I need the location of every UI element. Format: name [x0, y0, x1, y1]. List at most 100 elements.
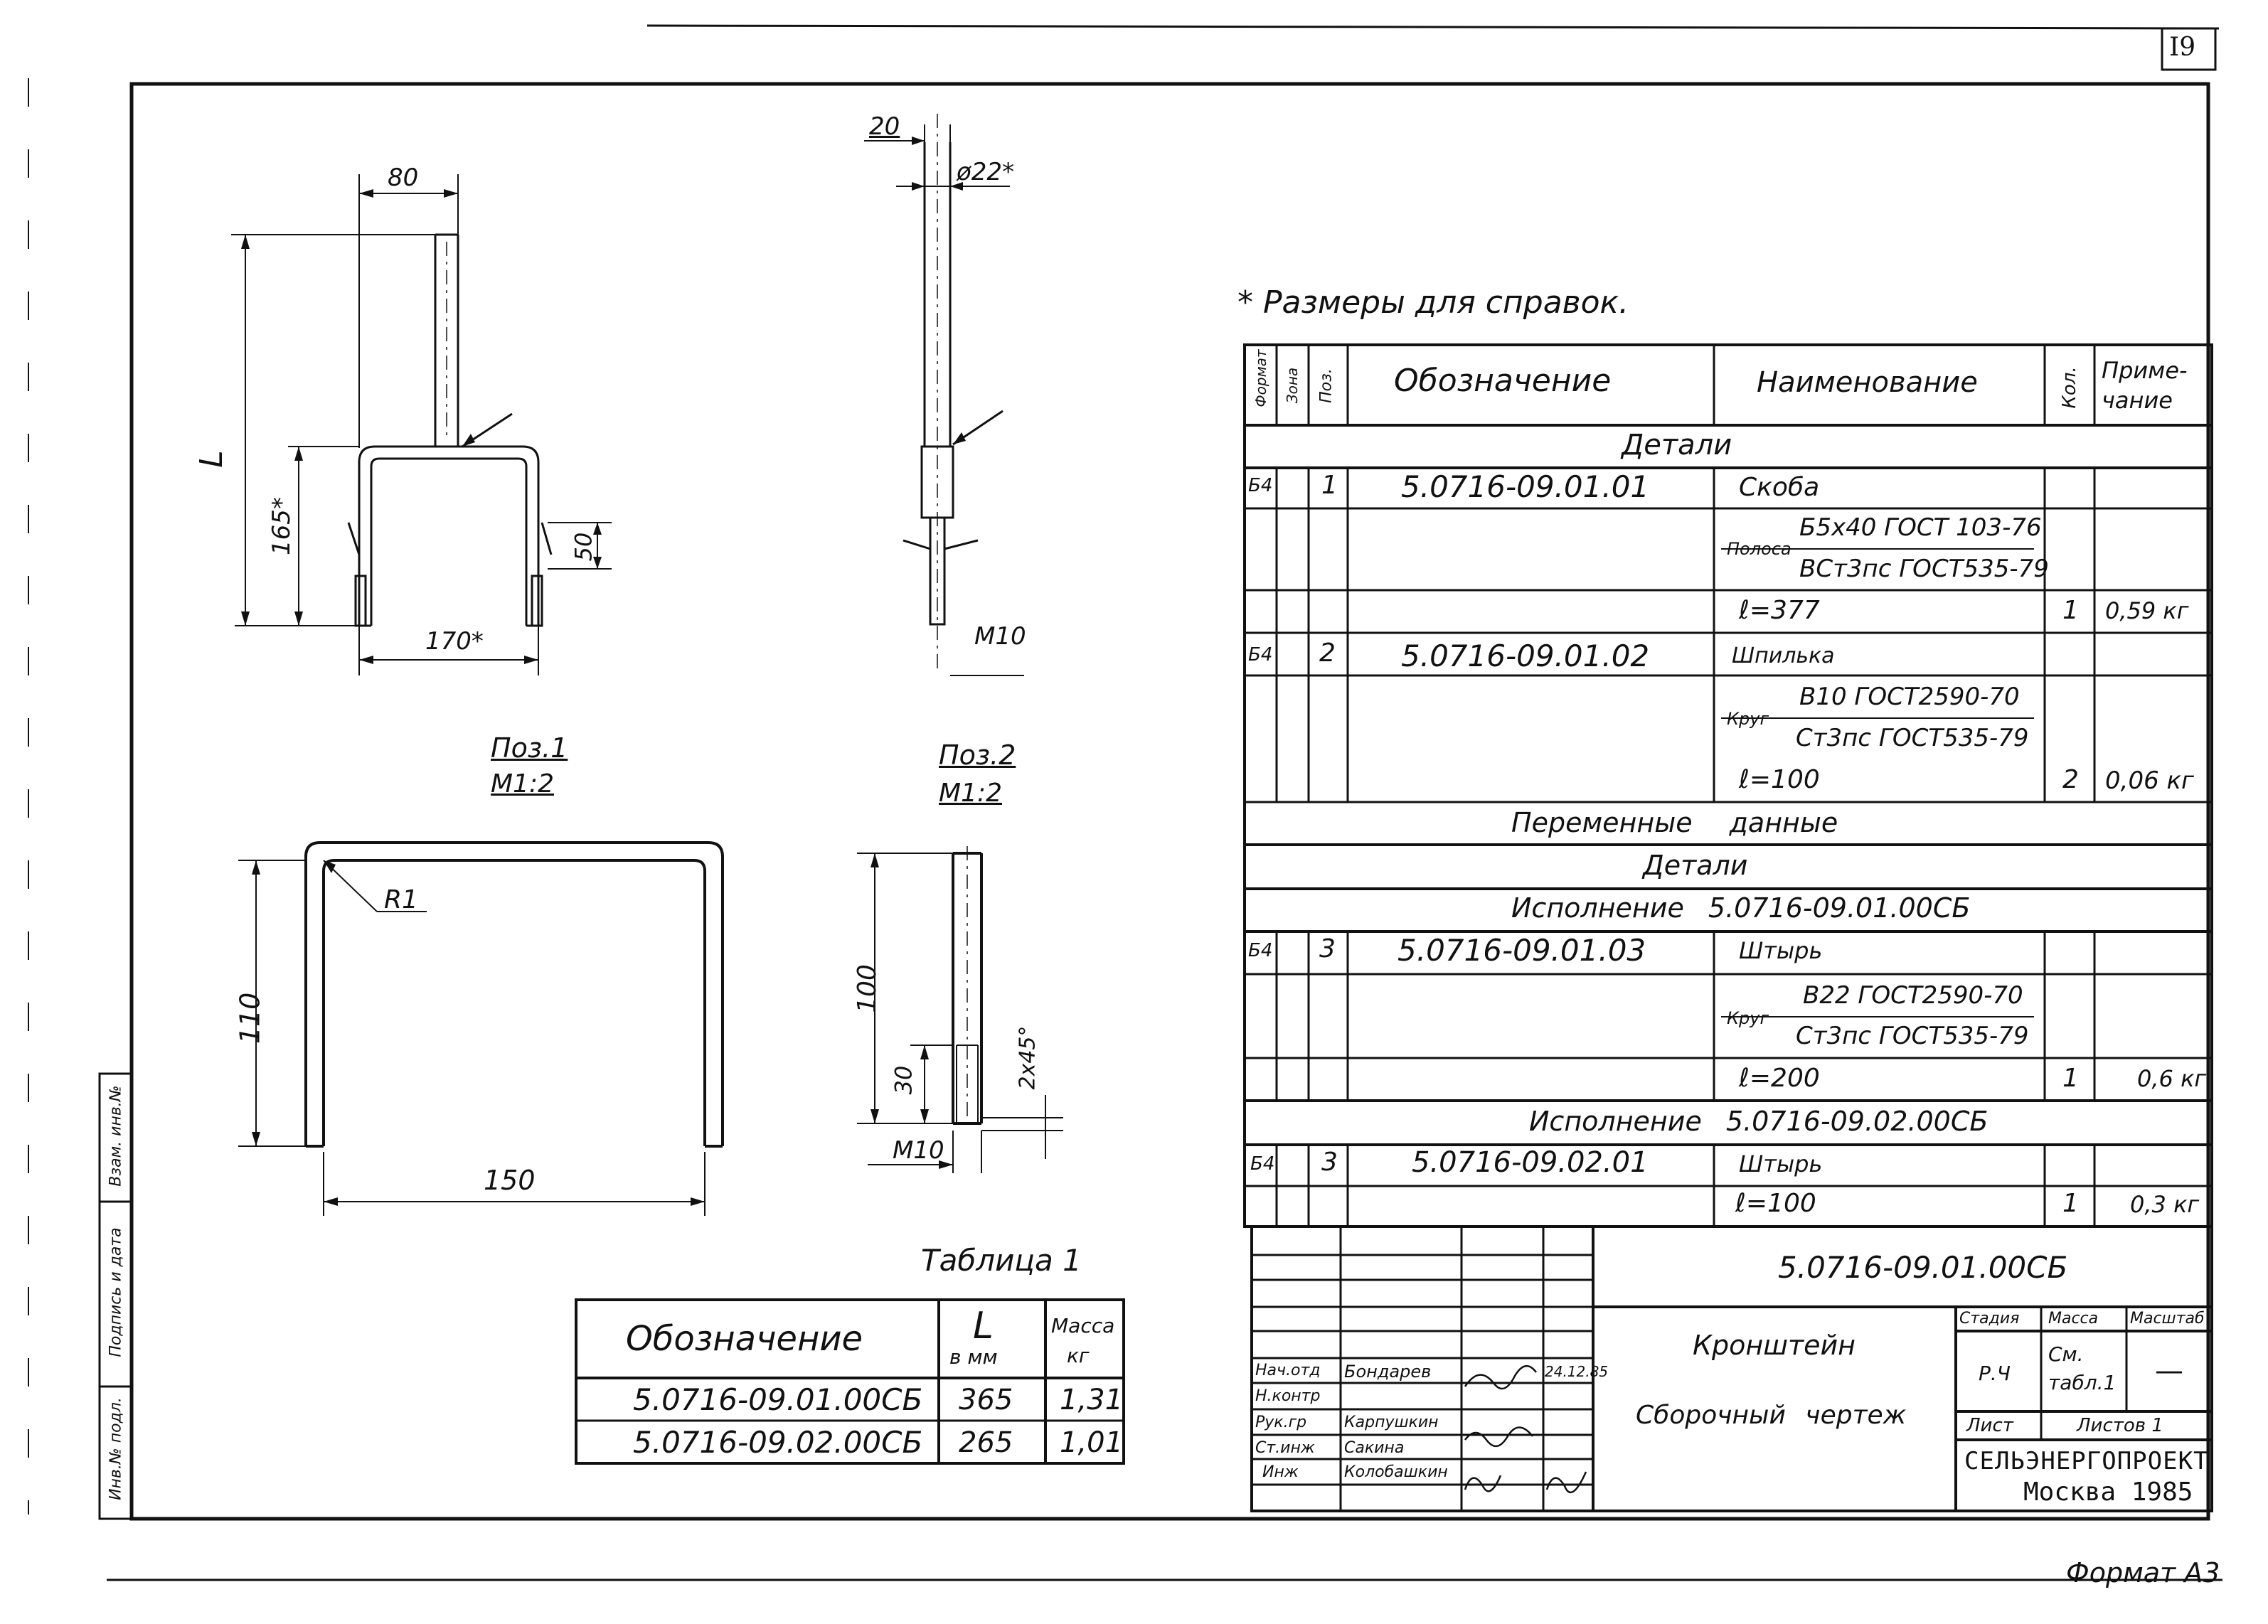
spec-r3-format: Б4 [1248, 940, 1273, 961]
spec-r2-name: Шпилька [1732, 643, 1835, 668]
signer-name: Сакина [1344, 1439, 1405, 1457]
title-doc-code: 5.0716-09.01.00СБ [1778, 1250, 2068, 1285]
spec-header-qty: Кол. [2059, 366, 2080, 409]
spec-r1-length: ℓ=377 [1739, 596, 1820, 625]
title-sheet: Лист [1966, 1415, 2013, 1436]
spec-r1-material-prefix: Полоса [1727, 539, 1791, 559]
spec-r2-length: ℓ=100 [1739, 765, 1820, 794]
spec-r1-material-top: Б5х40 ГОСТ 103-76 [1799, 513, 2042, 542]
dim-20: 20 [869, 112, 900, 141]
spec-section-details2: Детали [1643, 850, 1748, 881]
spec-r2-designation: 5.0716-09.01.02 [1401, 639, 1650, 673]
signer-role: Н.контр [1255, 1387, 1321, 1405]
table1-row-designation: 5.0716-09.02.00СБ [633, 1425, 923, 1460]
spec-r3-length: ℓ=200 [1739, 1064, 1820, 1093]
spec-header-pos: Поз. [1317, 368, 1336, 403]
spec-r4-qty: 1 [2062, 1189, 2079, 1218]
table1-header-L: L [973, 1305, 994, 1347]
dim-L: L [193, 450, 230, 468]
spec-r1-format: Б4 [1248, 475, 1273, 496]
title-mass-header: Масса [2048, 1310, 2099, 1327]
spec-r1-note: 0,59 кг [2105, 597, 2189, 624]
spec-r2-material-prefix: Круг [1727, 709, 1769, 729]
spec-header-designation: Обозначение [1394, 363, 1612, 399]
table1-row-mass: 1,31 [1060, 1384, 1124, 1416]
dim-radius: R1 [384, 885, 418, 914]
reference-note: * Размеры для справок. [1237, 284, 1629, 321]
dim-30: 30 [890, 1065, 917, 1095]
spec-r1-designation: 5.0716-09.01.01 [1401, 469, 1650, 504]
spec-r2-qty: 2 [2062, 765, 2079, 794]
spec-r4-designation: 5.0716-09.02.01 [1412, 1146, 1649, 1179]
spec-r2-pos: 2 [1319, 639, 1336, 668]
spec-r1-name: Скоба [1739, 473, 1820, 502]
signer-name: Колобашкин [1344, 1463, 1448, 1481]
spec-r3-material-prefix: Круг [1727, 1008, 1769, 1028]
spec-r3-name: Штырь [1739, 937, 1823, 964]
table1-row-mass: 1,01 [1060, 1426, 1124, 1459]
table1-title: Таблица 1 [921, 1243, 1082, 1278]
spec-r3-qty: 1 [2062, 1064, 2079, 1093]
spec-r4-name: Штырь [1739, 1150, 1823, 1177]
signer-name: Карпушкин [1344, 1414, 1439, 1431]
spec-r3-pos: 3 [1319, 934, 1336, 963]
title-sheets-total: Листов 1 [2077, 1415, 2163, 1436]
signatures [1464, 1365, 1587, 1494]
table1-header-designation: Обозначение [626, 1319, 863, 1359]
format-label: Формат А3 [2066, 1557, 2220, 1588]
strip-signature-label: Подпись и дата [107, 1227, 125, 1357]
spec-header-format: Формат [1252, 349, 1269, 407]
dim-m10-top: М10 [974, 622, 1026, 651]
spec-section-version2: Исполнение 5.0716-09.02.00СБ [1529, 1106, 1989, 1137]
spec-r1-pos: 1 [1321, 471, 1338, 500]
spec-section-variable: Переменные данные [1511, 807, 1838, 838]
spec-r4-length: ℓ=100 [1735, 1189, 1816, 1218]
strip-inv-label: Инв.№ подл. [107, 1397, 125, 1500]
dim-diameter: ø22* [957, 158, 1015, 186]
dim-170: 170* [425, 627, 484, 656]
title-mass-value: См. табл.1 [2048, 1342, 2117, 1394]
dim-m10-bottom: М10 [893, 1136, 944, 1165]
table1-row-L: 265 [959, 1426, 1013, 1459]
table1-header-mass-unit: кг [1067, 1344, 1090, 1367]
spec-r3-material-top: В22 ГОСТ2590-70 [1803, 981, 2023, 1010]
pos1-scale: М1:2 [491, 769, 554, 798]
spec-header-note: Приме-чание [2102, 357, 2188, 414]
title-stage-value: Р.Ч [1979, 1362, 2011, 1385]
spec-header-zone: Зона [1284, 367, 1301, 404]
spec-r4-note: 0,3 кг [2130, 1191, 2200, 1218]
spec-section-details: Детали [1622, 429, 1732, 461]
table1-header-mass: Масса [1051, 1314, 1115, 1337]
signer-name: Бондарев [1344, 1362, 1432, 1382]
pos2-scale: М1:2 [939, 779, 1002, 808]
spec-r3-designation: 5.0716-09.01.03 [1397, 933, 1646, 968]
strip-replacement-label: Взам. инв.№ [107, 1085, 125, 1187]
table1-header-L-unit: в мм [949, 1345, 998, 1369]
spec-r4-pos: 3 [1321, 1148, 1338, 1177]
spec-r2-material-top: В10 ГОСТ2590-70 [1799, 683, 2020, 711]
spec-r3-material-bottom: Ст3пс ГОСТ535-79 [1796, 1022, 2029, 1050]
signer-date: 24.12.85 [1545, 1363, 1609, 1380]
signer-role: Рук.гр [1255, 1414, 1307, 1431]
dim-50: 50 [570, 532, 597, 562]
spec-r1-material-bottom: ВСт3пс ГОСТ535-79 [1799, 555, 2049, 583]
spec-r2-note: 0,06 кг [2105, 766, 2194, 795]
pos2-label: Поз.2 [939, 739, 1016, 771]
pos1-label: Поз.1 [491, 732, 568, 764]
dim-150: 150 [484, 1165, 536, 1196]
signer-role: Нач.отд [1255, 1362, 1321, 1379]
title-drawing-type: Сборочный чертеж [1636, 1401, 1907, 1430]
spec-r1-qty: 1 [2062, 596, 2079, 625]
spec-r3-note: 0,6 кг [2137, 1065, 2207, 1092]
spec-r2-material-bottom: Ст3пс ГОСТ535-79 [1796, 724, 2029, 752]
spec-r2-format: Б4 [1248, 644, 1273, 666]
title-scale-value: — [2155, 1355, 2183, 1387]
dim-110: 110 [234, 992, 266, 1045]
signer-role: Ст.инж [1255, 1439, 1315, 1457]
dim-165: 165* [267, 497, 296, 555]
title-product-name: Кронштейн [1693, 1330, 1856, 1361]
title-city-year: Москва 1985 [2023, 1478, 2193, 1507]
table1-row-designation: 5.0716-09.01.00СБ [633, 1382, 923, 1417]
dim-chamfer: 2х45° [1015, 1025, 1040, 1090]
